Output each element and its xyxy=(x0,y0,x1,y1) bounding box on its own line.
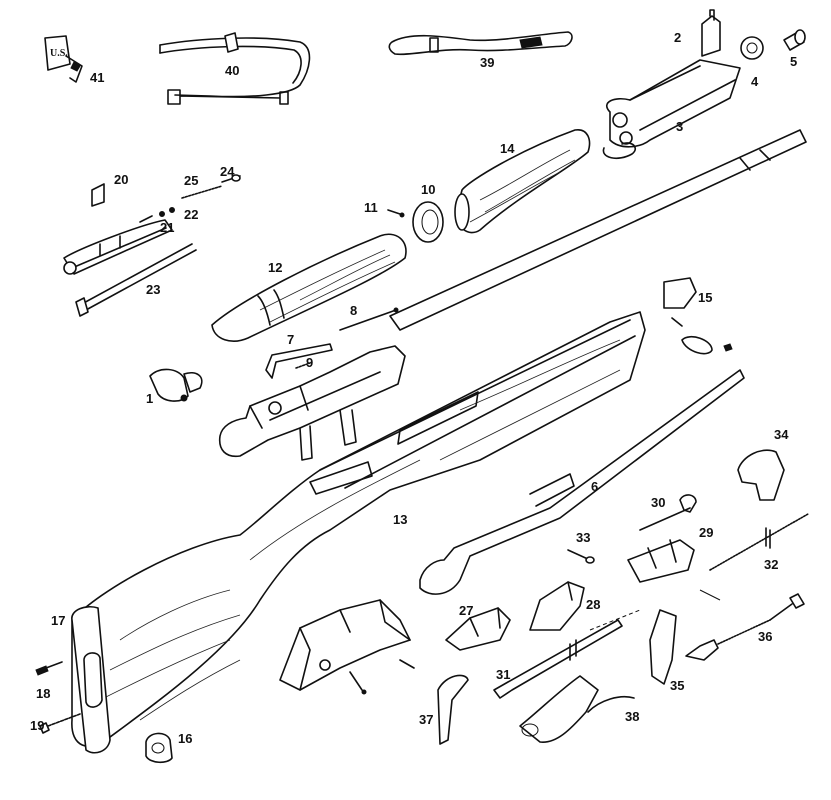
part-24-firing-pin xyxy=(221,174,241,183)
part-34-clip-release xyxy=(737,449,785,501)
part-10-ferrule xyxy=(412,201,444,243)
label-29: 29 xyxy=(699,525,713,540)
part-number-labels: 1 2 3 4 5 6 7 8 9 10 11 12 13 14 15 16 1… xyxy=(30,30,797,746)
receiver xyxy=(218,345,406,461)
part-3-gas-cylinder xyxy=(602,59,741,160)
trigger-housing xyxy=(279,599,415,695)
trigger-guard xyxy=(519,675,599,743)
part-14-handguard xyxy=(454,129,591,234)
part-18-screw xyxy=(35,661,63,676)
label-19: 19 xyxy=(30,718,44,733)
label-25: 25 xyxy=(184,173,198,188)
part-35-hammer xyxy=(649,609,677,685)
label-4: 4 xyxy=(751,74,759,89)
part-36-hammer-spring xyxy=(685,593,805,661)
label-18: 18 xyxy=(36,686,50,701)
label-30: 30 xyxy=(651,495,665,510)
part-11-pin xyxy=(387,209,405,218)
part-2-front-sight xyxy=(701,9,721,57)
label-16: 16 xyxy=(178,731,192,746)
part-5-lock-screw xyxy=(783,29,806,51)
label-21: 21 xyxy=(160,220,174,235)
label-15: 15 xyxy=(698,290,712,305)
label-33: 33 xyxy=(576,530,590,545)
label-11: 11 xyxy=(364,200,378,215)
label-14: 14 xyxy=(500,141,515,156)
part-15-rear-sight xyxy=(663,277,733,355)
label-24: 24 xyxy=(220,164,235,179)
part-27-hammer xyxy=(445,607,511,651)
part-30-clip-latch xyxy=(639,494,697,531)
part-6-operating-rod xyxy=(419,369,745,595)
label-31: 31 xyxy=(496,667,510,682)
part-22-plunger xyxy=(159,207,175,217)
label-6: 6 xyxy=(591,479,598,494)
label-36: 36 xyxy=(758,629,772,644)
part-38-spring xyxy=(587,696,635,713)
label-5: 5 xyxy=(790,54,797,69)
part-40-sling xyxy=(159,32,311,105)
part-12-rear-handguard xyxy=(211,233,407,342)
part-9-pin xyxy=(295,362,311,369)
us-stamp: U.S. xyxy=(50,48,68,59)
part-17-butt-plate xyxy=(71,605,111,754)
label-32: 32 xyxy=(764,557,778,572)
part-28-sear xyxy=(529,581,585,631)
label-17: 17 xyxy=(51,613,65,628)
part-39-sling xyxy=(388,31,573,56)
part-7-follower-arm xyxy=(265,343,333,379)
part-31-hammer-spring-guide xyxy=(493,619,623,699)
label-28: 28 xyxy=(586,597,600,612)
label-40: 40 xyxy=(225,63,239,78)
label-13: 13 xyxy=(393,512,407,527)
alignment-line xyxy=(589,609,641,631)
label-12: 12 xyxy=(268,260,282,275)
part-41-oiler: U.S. xyxy=(44,35,83,83)
part-23-operating-rod-guide xyxy=(75,243,197,317)
part-32-spring xyxy=(709,513,809,571)
part-33-pin xyxy=(567,549,595,564)
label-41: 41 xyxy=(90,70,104,85)
label-9: 9 xyxy=(306,355,313,370)
part-20-extractor xyxy=(91,183,105,207)
barrel xyxy=(389,129,807,331)
label-35: 35 xyxy=(670,678,684,693)
label-23: 23 xyxy=(146,282,160,297)
label-22: 22 xyxy=(184,207,198,222)
part-21-ejector xyxy=(139,215,153,223)
part-16-swivel xyxy=(145,732,173,764)
label-34: 34 xyxy=(774,427,789,442)
part-4-gas-plug xyxy=(740,36,764,60)
label-39: 39 xyxy=(480,55,494,70)
label-38: 38 xyxy=(625,709,639,724)
label-7: 7 xyxy=(287,332,294,347)
label-27: 27 xyxy=(459,603,473,618)
label-10: 10 xyxy=(421,182,435,197)
part-bolt-body xyxy=(63,219,173,275)
part-29-bolt-lock xyxy=(627,539,695,583)
label-20: 20 xyxy=(114,172,128,187)
label-3: 3 xyxy=(676,119,683,134)
label-8: 8 xyxy=(350,303,357,318)
part-19-screw xyxy=(39,713,81,734)
alignment-line-2 xyxy=(699,589,721,601)
part-37-trigger xyxy=(437,674,469,745)
label-2: 2 xyxy=(674,30,681,45)
part-1-safety xyxy=(149,368,203,402)
part-25-spring xyxy=(181,185,223,199)
label-37: 37 xyxy=(419,712,433,727)
label-1: 1 xyxy=(146,391,153,406)
part-8-rod xyxy=(339,307,399,331)
